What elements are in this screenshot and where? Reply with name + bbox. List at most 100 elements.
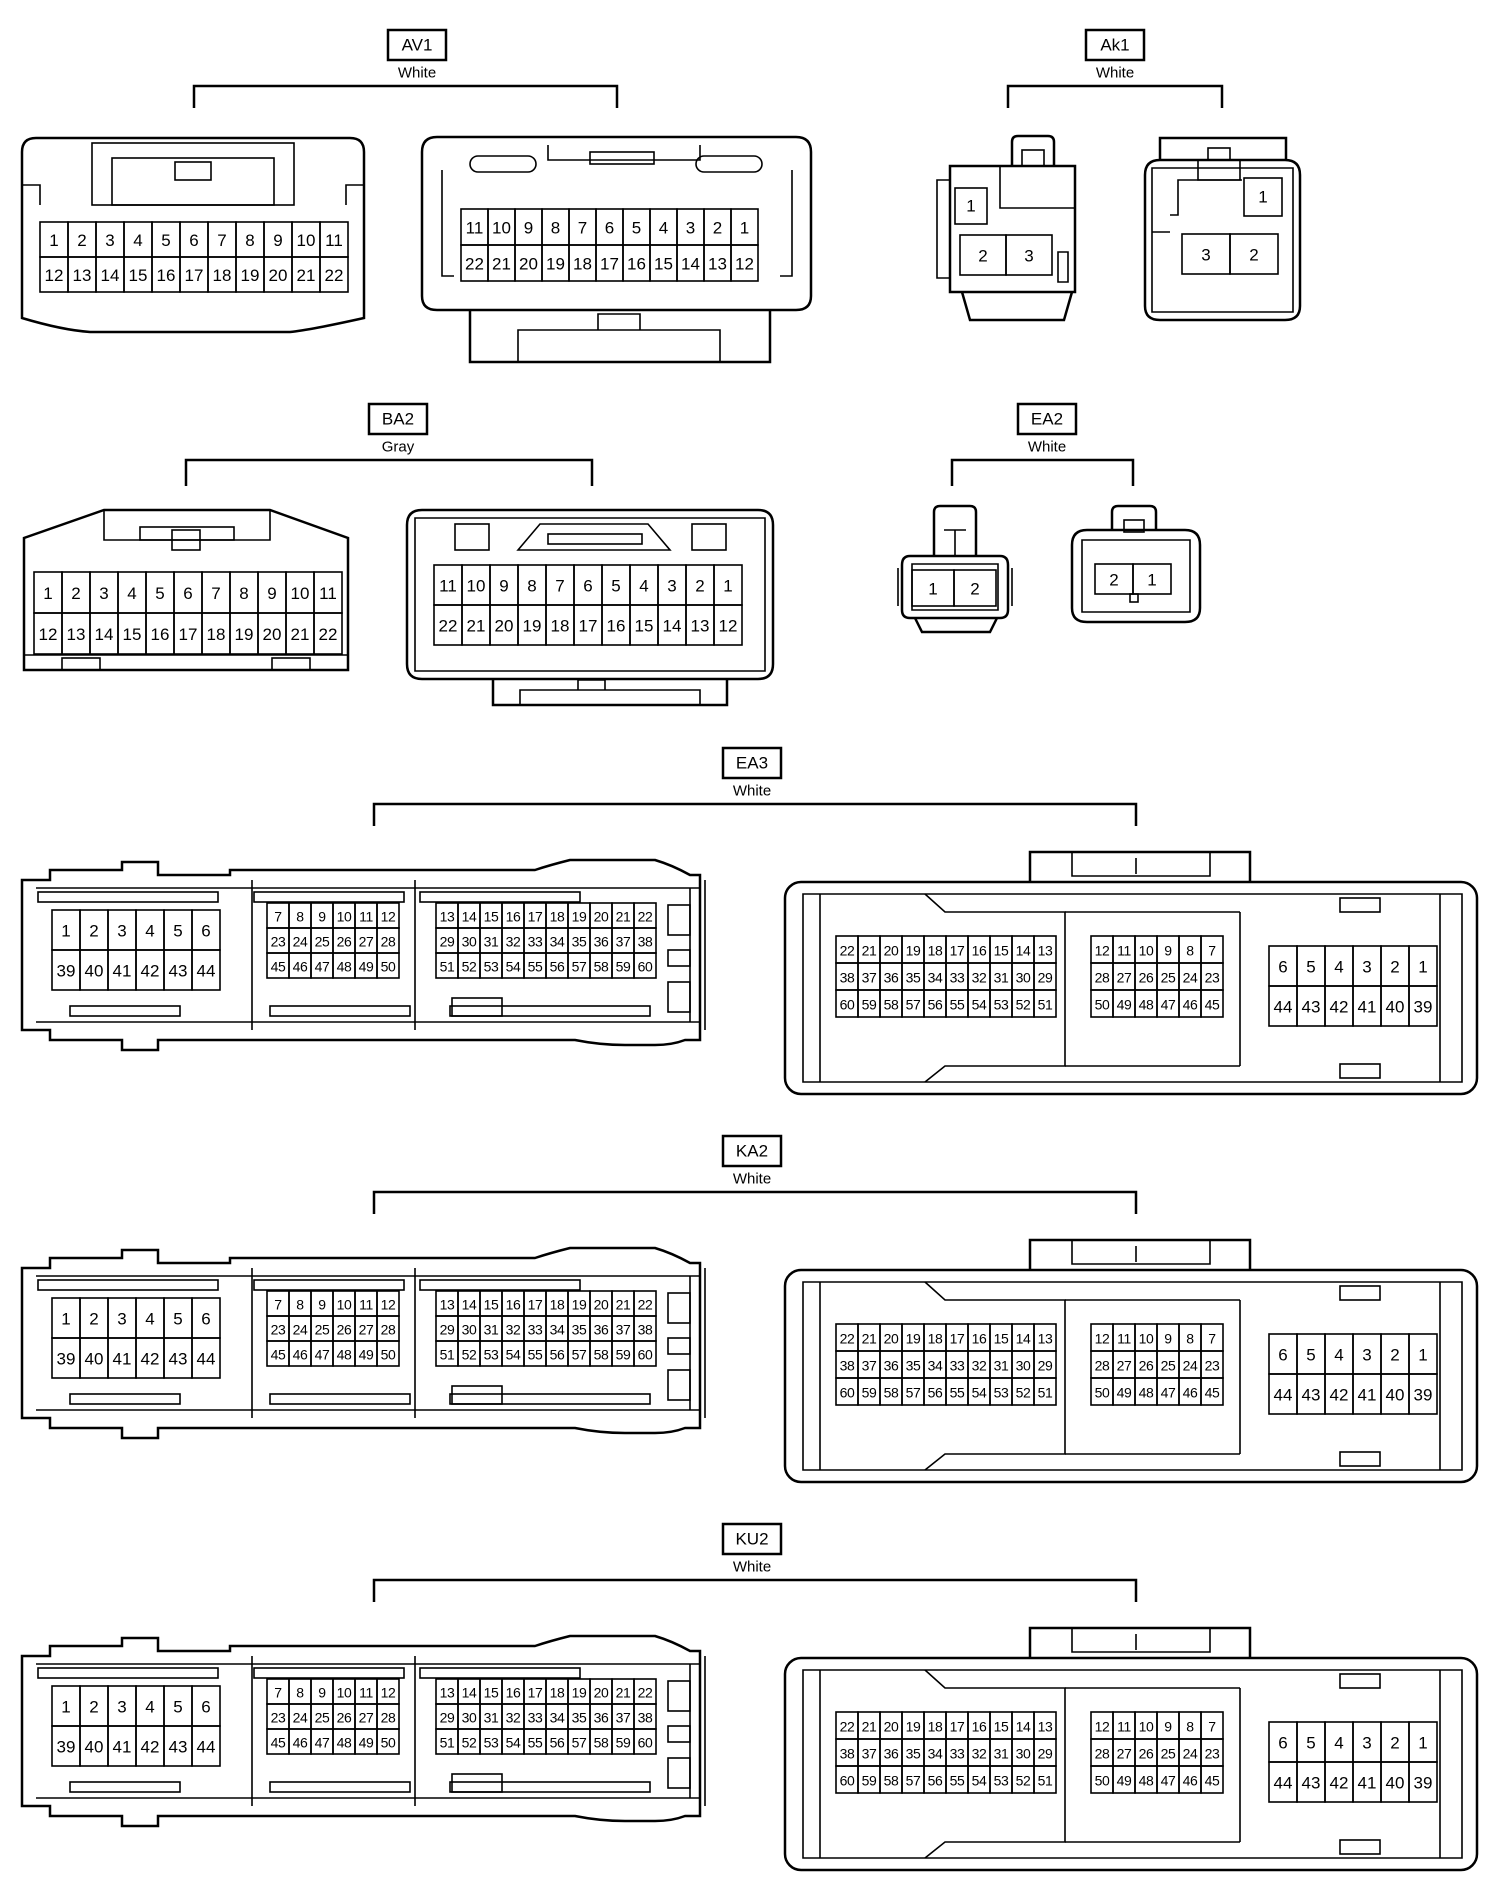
pin-number: 3 (1201, 246, 1210, 265)
pin-cell (1229, 233, 1279, 275)
pin-number: 34 (928, 1746, 943, 1762)
pin-number: 45 (271, 1347, 286, 1363)
housing-outline (253, 1279, 405, 1291)
pin-number: 46 (1183, 1385, 1198, 1401)
pin-number: 56 (550, 959, 565, 975)
pin-number: 12 (381, 1297, 396, 1313)
pin-number: 39 (57, 962, 76, 981)
pin-number: 1 (740, 219, 749, 238)
pin-number: 35 (906, 1358, 921, 1374)
pin-number: 51 (440, 1735, 455, 1751)
pin-number: 15 (123, 625, 142, 644)
pin-number: 21 (616, 1297, 631, 1313)
pin-number: 55 (528, 1735, 543, 1751)
pin-number: 17 (179, 625, 198, 644)
pin-number: 3 (1362, 1346, 1371, 1365)
pin-number: 43 (1302, 1386, 1321, 1405)
pin-number: 10 (1139, 1331, 1154, 1347)
housing-outline (667, 981, 691, 1013)
pin-number: 10 (291, 584, 310, 603)
pin-number: 35 (572, 1322, 587, 1338)
pin-number: 14 (1016, 943, 1031, 959)
housing-outline (897, 568, 1013, 606)
pin-number: 19 (523, 617, 542, 636)
pin-number: 6 (605, 219, 614, 238)
pin-number: 13 (440, 1685, 455, 1701)
housing-outline (689, 1656, 706, 1806)
pin-number: 51 (1038, 1773, 1053, 1789)
pin-number: 6 (201, 1698, 210, 1717)
pin-number: 18 (928, 1331, 943, 1347)
housing-outline (944, 529, 966, 556)
housing-outline (783, 880, 1479, 1096)
pin-number: 55 (950, 1773, 965, 1789)
pin-number: 43 (1302, 1774, 1321, 1793)
pin-number: 36 (884, 970, 899, 986)
pin-number: 2 (1390, 1346, 1399, 1365)
pin-number: 33 (950, 970, 965, 986)
pin-number: 22 (325, 266, 344, 285)
pin-number: 20 (884, 1719, 899, 1735)
pin-number: 17 (950, 1331, 965, 1347)
connector-code: AV1 (402, 36, 433, 55)
housing-outline (802, 1669, 1463, 1859)
pin-number: 34 (550, 934, 565, 950)
pin-number: 58 (594, 959, 609, 975)
pin-number: 1 (61, 1698, 70, 1717)
housing-outline (20, 136, 366, 334)
pin-number: 33 (528, 1710, 543, 1726)
pin-number: 18 (551, 617, 570, 636)
pin-number: 5 (611, 577, 620, 596)
pin-number: 19 (572, 1297, 587, 1313)
housing-outline (1207, 147, 1231, 161)
pin-number: 44 (1274, 1774, 1293, 1793)
pin-cell (1132, 563, 1172, 595)
pin-number: 39 (1414, 998, 1433, 1017)
pin-cell (953, 569, 997, 607)
housing-outline (667, 1292, 691, 1324)
pin-cell (1243, 177, 1283, 217)
pin-number: 28 (381, 1710, 396, 1726)
housing-outline (269, 1393, 411, 1405)
pin-number: 2 (1109, 571, 1118, 590)
housing-outline (414, 517, 766, 672)
connector-code: BA2 (382, 410, 414, 429)
pin-number: 32 (972, 1746, 987, 1762)
housing-outline (1081, 539, 1191, 613)
housing-outline (103, 510, 271, 541)
housing-outline (441, 170, 793, 277)
pin-number: 43 (1302, 998, 1321, 1017)
pin-number: 40 (1386, 1774, 1405, 1793)
pin-number: 8 (1186, 1331, 1194, 1347)
housing-outline (1021, 149, 1045, 167)
pin-number: 15 (654, 255, 673, 274)
pin-number: 56 (928, 997, 943, 1013)
housing-outline (37, 891, 219, 903)
pin-number: 49 (359, 959, 374, 975)
housing-outline (69, 1005, 181, 1017)
pin-cell (191, 1337, 221, 1379)
pin-number: 30 (1016, 1358, 1031, 1374)
pin-number: 14 (1016, 1331, 1031, 1347)
pin-number: 3 (686, 219, 695, 238)
pin-number: 7 (217, 231, 226, 250)
housing-outline (689, 1268, 706, 1418)
pin-number: 53 (484, 959, 499, 975)
pin-number: 37 (862, 970, 877, 986)
pin-number: 29 (440, 934, 455, 950)
pin-number: 60 (638, 1347, 653, 1363)
pin-number: 13 (73, 266, 92, 285)
pin-number: 14 (1016, 1719, 1031, 1735)
pin-number: 20 (519, 255, 538, 274)
pin-number: 4 (1334, 958, 1343, 977)
pin-number: 18 (213, 266, 232, 285)
pin-number: 11 (1117, 1331, 1131, 1347)
pin-number: 55 (950, 1385, 965, 1401)
